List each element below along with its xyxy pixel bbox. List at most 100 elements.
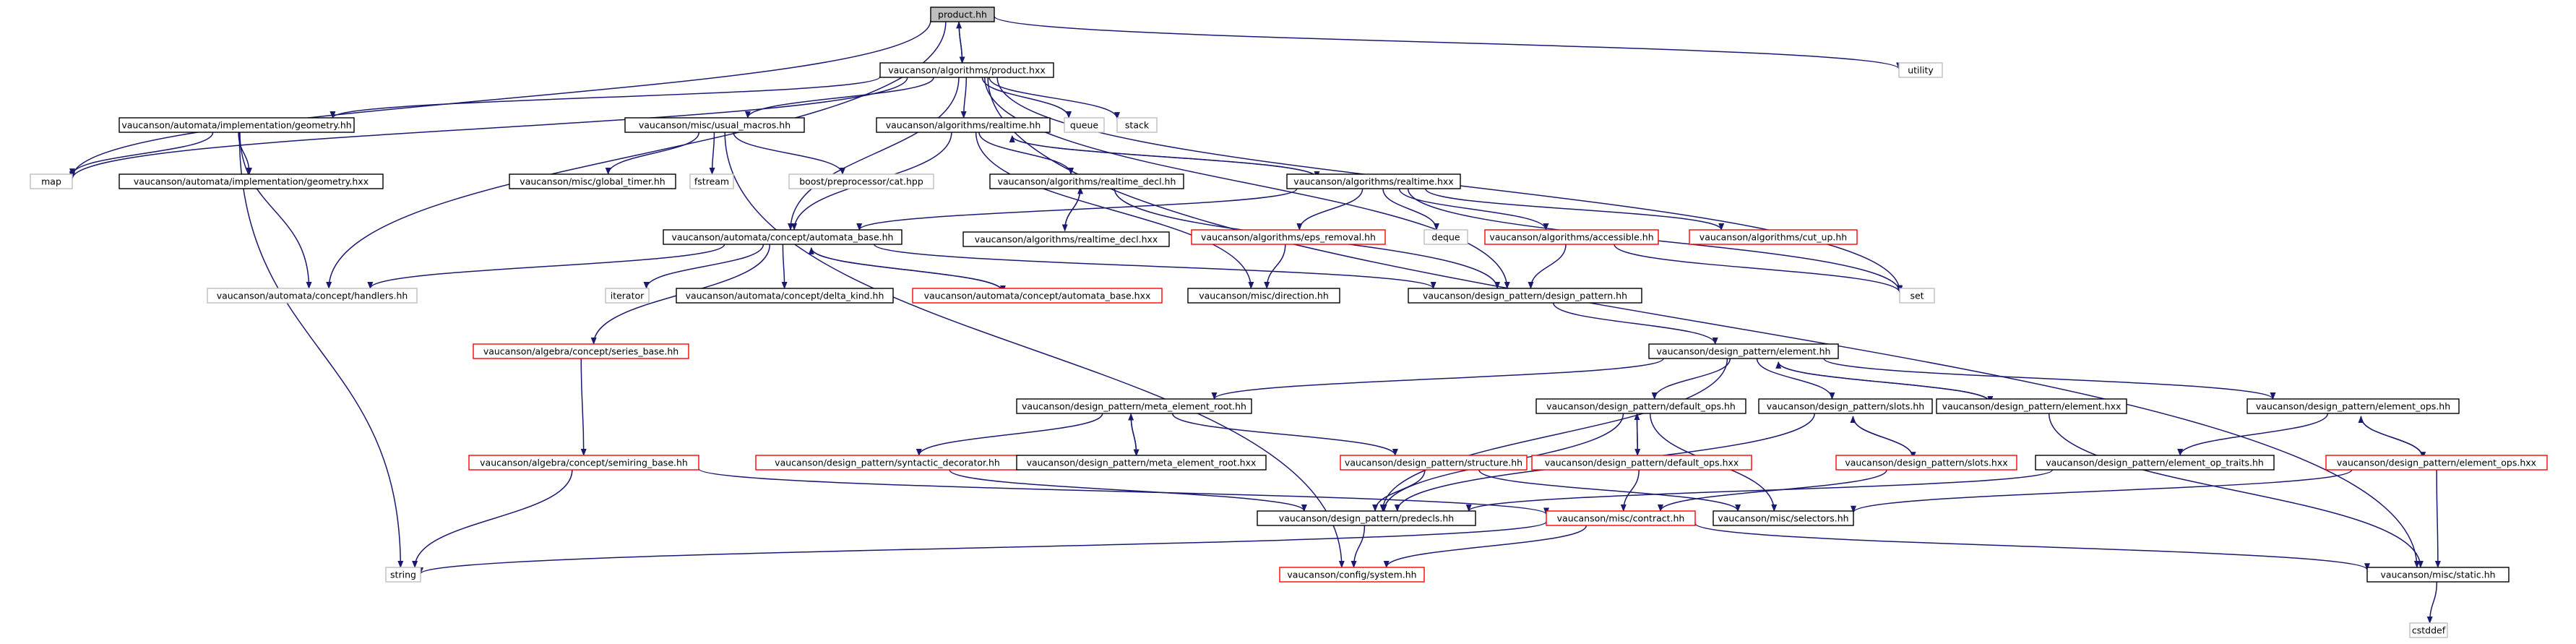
- node-box[interactable]: [912, 288, 1163, 304]
- node-box[interactable]: [1689, 229, 1858, 245]
- node-element-hh[interactable]: vaucanson/design_pattern/element.hh: [1648, 343, 1839, 359]
- node-eps-removal[interactable]: vaucanson/algorithms/eps_removal.hh: [1191, 229, 1386, 245]
- node-geometry-hh[interactable]: vaucanson/automata/implementation/geomet…: [119, 117, 355, 133]
- node-box[interactable]: [876, 117, 1051, 133]
- node-automata-base-hxx[interactable]: vaucanson/automata/concept/automata_base…: [912, 288, 1163, 304]
- node-realtime-decl-hh[interactable]: vaucanson/algorithms/realtime_decl.hh: [989, 173, 1184, 189]
- node-box[interactable]: [989, 173, 1184, 189]
- node-box[interactable]: [2035, 455, 2275, 471]
- node-design-pattern-hh[interactable]: vaucanson/design_pattern/design_pattern.…: [1408, 288, 1642, 304]
- node-box[interactable]: [1116, 117, 1158, 133]
- node-contract[interactable]: vaucanson/misc/contract.hh: [1546, 510, 1696, 526]
- node-box[interactable]: [879, 62, 1054, 78]
- node-direction[interactable]: vaucanson/misc/direction.hh: [1187, 288, 1340, 304]
- node-string[interactable]: string: [385, 567, 421, 583]
- node-selectors[interactable]: vaucanson/misc/selectors.hh: [1713, 510, 1854, 526]
- node-realtime-hxx[interactable]: vaucanson/algorithms/realtime.hxx: [1286, 173, 1461, 189]
- node-box[interactable]: [1535, 398, 1746, 414]
- node-handlers[interactable]: vaucanson/automata/concept/handlers.hh: [207, 288, 418, 304]
- node-slots-hxx[interactable]: vaucanson/design_pattern/slots.hxx: [1835, 455, 2017, 471]
- node-geometry-hxx[interactable]: vaucanson/automata/implementation/geomet…: [119, 173, 384, 189]
- node-meta-element-root-hxx[interactable]: vaucanson/design_pattern/meta_element_ro…: [1016, 455, 1267, 471]
- node-box[interactable]: [624, 117, 805, 133]
- node-realtime-decl-hxx[interactable]: vaucanson/algorithms/realtime_decl.hxx: [962, 231, 1170, 247]
- node-box[interactable]: [1899, 288, 1935, 304]
- node-box[interactable]: [2325, 455, 2548, 471]
- node-series-base[interactable]: vaucanson/algebra/concept/series_base.hh: [473, 343, 689, 359]
- node-cut-up[interactable]: vaucanson/algorithms/cut_up.hh: [1689, 229, 1858, 245]
- node-structure-hh[interactable]: vaucanson/design_pattern/structure.hh: [1340, 455, 1528, 471]
- node-product-hh[interactable]: product.hh: [930, 7, 995, 22]
- node-box[interactable]: [1484, 229, 1659, 245]
- node-box[interactable]: [962, 231, 1170, 247]
- node-global-timer[interactable]: vaucanson/misc/global_timer.hh: [509, 173, 676, 189]
- node-box[interactable]: [1898, 62, 1943, 78]
- node-box[interactable]: [1279, 567, 1425, 583]
- node-box[interactable]: [119, 117, 355, 133]
- node-box[interactable]: [605, 288, 650, 304]
- node-deque[interactable]: deque: [1423, 229, 1468, 245]
- node-box[interactable]: [1546, 510, 1696, 526]
- node-box[interactable]: [1531, 455, 1752, 471]
- node-realtime-hh[interactable]: vaucanson/algorithms/realtime.hh: [876, 117, 1051, 133]
- node-cat-hpp[interactable]: boost/preprocessor/cat.hpp: [788, 173, 934, 189]
- node-box[interactable]: [1648, 343, 1839, 359]
- node-cstddef[interactable]: cstddef: [2409, 622, 2448, 638]
- node-box[interactable]: [385, 567, 421, 583]
- node-semiring-base[interactable]: vaucanson/algebra/concept/semiring_base.…: [468, 455, 699, 471]
- node-box[interactable]: [30, 173, 73, 189]
- node-box[interactable]: [1936, 398, 2127, 414]
- node-stack[interactable]: stack: [1116, 117, 1158, 133]
- node-box[interactable]: [119, 173, 384, 189]
- node-usual-macros[interactable]: vaucanson/misc/usual_macros.hh: [624, 117, 805, 133]
- node-iterator[interactable]: iterator: [605, 288, 650, 304]
- node-map[interactable]: map: [30, 173, 73, 189]
- node-element-ops-hh[interactable]: vaucanson/design_pattern/element_ops.hh: [2247, 398, 2460, 414]
- node-box[interactable]: [1340, 455, 1528, 471]
- node-utility[interactable]: utility: [1898, 62, 1943, 78]
- node-box[interactable]: [1835, 455, 2017, 471]
- node-box[interactable]: [1286, 173, 1461, 189]
- node-box[interactable]: [1191, 229, 1386, 245]
- node-box[interactable]: [1758, 398, 1933, 414]
- node-box[interactable]: [788, 173, 934, 189]
- node-box[interactable]: [2366, 567, 2510, 583]
- node-box[interactable]: [207, 288, 418, 304]
- node-set[interactable]: set: [1899, 288, 1935, 304]
- node-fstream[interactable]: fstream: [689, 173, 734, 189]
- node-default-ops-hxx[interactable]: vaucanson/design_pattern/default_ops.hxx: [1531, 455, 1752, 471]
- node-meta-element-root-hh[interactable]: vaucanson/design_pattern/meta_element_ro…: [1016, 398, 1252, 414]
- node-box[interactable]: [676, 288, 894, 304]
- node-default-ops-hh[interactable]: vaucanson/design_pattern/default_ops.hh: [1535, 398, 1746, 414]
- node-box[interactable]: [930, 7, 995, 22]
- node-accessible[interactable]: vaucanson/algorithms/accessible.hh: [1484, 229, 1659, 245]
- node-element-op-traits[interactable]: vaucanson/design_pattern/element_op_trai…: [2035, 455, 2275, 471]
- node-delta-kind[interactable]: vaucanson/automata/concept/delta_kind.hh: [676, 288, 894, 304]
- node-box[interactable]: [689, 173, 734, 189]
- node-box[interactable]: [1423, 229, 1468, 245]
- node-box[interactable]: [509, 173, 676, 189]
- node-element-ops-hxx[interactable]: vaucanson/design_pattern/element_ops.hxx: [2325, 455, 2548, 471]
- node-box[interactable]: [2409, 622, 2448, 638]
- node-box[interactable]: [1016, 398, 1252, 414]
- node-box[interactable]: [1713, 510, 1854, 526]
- node-box[interactable]: [2247, 398, 2460, 414]
- node-element-hxx[interactable]: vaucanson/design_pattern/element.hxx: [1936, 398, 2127, 414]
- node-box[interactable]: [1257, 510, 1476, 526]
- node-static-hh[interactable]: vaucanson/misc/static.hh: [2366, 567, 2510, 583]
- node-queue[interactable]: queue: [1064, 117, 1105, 133]
- node-automata-base-hh[interactable]: vaucanson/automata/concept/automata_base…: [663, 229, 903, 245]
- node-box[interactable]: [473, 343, 689, 359]
- node-syntactic-decorator[interactable]: vaucanson/design_pattern/syntactic_decor…: [755, 455, 1020, 471]
- node-slots-hh[interactable]: vaucanson/design_pattern/slots.hh: [1758, 398, 1933, 414]
- node-label: vaucanson/misc/direction.hh: [1199, 291, 1329, 301]
- node-box[interactable]: [1016, 455, 1267, 471]
- node-box[interactable]: [468, 455, 699, 471]
- node-box[interactable]: [663, 229, 903, 245]
- node-box[interactable]: [1064, 117, 1105, 133]
- node-box[interactable]: [1408, 288, 1642, 304]
- node-system[interactable]: vaucanson/config/system.hh: [1279, 567, 1425, 583]
- node-box[interactable]: [1187, 288, 1340, 304]
- node-product-hxx[interactable]: vaucanson/algorithms/product.hxx: [879, 62, 1054, 78]
- node-predecls[interactable]: vaucanson/design_pattern/predecls.hh: [1257, 510, 1476, 526]
